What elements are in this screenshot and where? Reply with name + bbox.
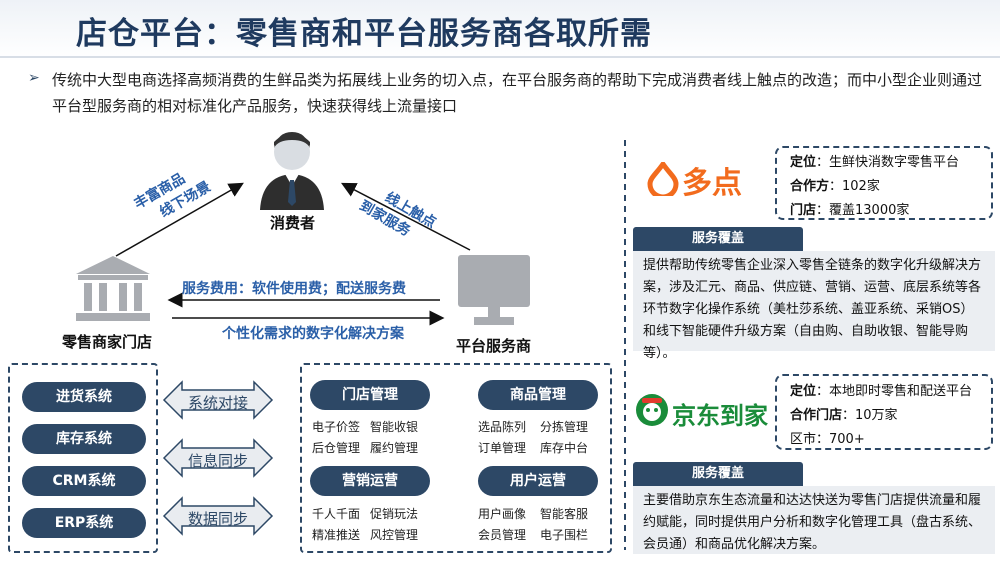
- jddj-logo-text: 京东到家: [672, 402, 768, 430]
- jddj-info-box: [775, 374, 993, 450]
- title-bar: [0, 0, 1000, 58]
- jddj-cities: 区市：700+: [790, 432, 865, 447]
- consumer-label: 消费者: [270, 214, 316, 232]
- bullet-arrow-icon: ➢: [28, 70, 40, 86]
- duodian-stores: 门店：覆盖13000家: [790, 203, 910, 218]
- duodian-positioning: 定位：生鲜快消数字零售平台: [790, 155, 960, 170]
- jddj-stores: 合作门店：10万家: [790, 408, 898, 423]
- feature-item: 智能收银: [370, 420, 419, 434]
- feature-item: 履约管理: [370, 441, 419, 455]
- platform-to-consumer-arrow: [341, 182, 471, 251]
- feature-item: 风控管理: [370, 528, 419, 542]
- jddj-positioning: 定位：本地即时零售和配送平台: [790, 384, 973, 399]
- jddj-coverage-text: 主要借助京东生态流量和达达快送为零售门店提供流量和履约赋能，同时提供用户分析和数…: [633, 486, 995, 554]
- module-store-mgmt: 门店管理: [310, 380, 430, 410]
- duodian-logo-icon: [647, 162, 679, 196]
- fee-text: 服务费用：软件使用费；配送服务费: [182, 281, 406, 297]
- feature-item: 分拣管理: [540, 420, 589, 434]
- feature-item: 会员管理: [478, 528, 527, 542]
- retailer-bank-icon: [76, 256, 150, 321]
- duodian-coverage-title: 服务覆盖: [633, 227, 803, 251]
- duodian-partners: 合作方：102家: [790, 179, 880, 194]
- title-divider: [0, 56, 1000, 58]
- feature-item: 智能客服: [540, 507, 589, 521]
- feature-item: 用户画像: [478, 507, 527, 521]
- page-title: 店仓平台：零售商和平台服务商各取所需: [76, 16, 652, 52]
- sync-double-arrows: [162, 380, 274, 536]
- system-purchase: 进货系统: [22, 382, 146, 412]
- consumer-person-icon: [260, 132, 324, 210]
- feature-item: 精准推送: [312, 528, 361, 542]
- system-erp: ERP系统: [22, 508, 146, 538]
- module-product-mgmt: 商品管理: [478, 380, 598, 410]
- feature-item: 后仓管理: [312, 441, 361, 455]
- jddj-coverage-title: 服务覆盖: [633, 462, 803, 486]
- feature-item: 电子价签: [312, 420, 361, 434]
- solution-text: 个性化需求的数字化解决方案: [222, 326, 404, 342]
- duodian-info-box: [775, 146, 993, 220]
- intro-text: 传统中大型电商选择高频消费的生鲜品类为拓展线上业务的切入点，在平台服务商的帮助下…: [52, 71, 983, 115]
- duodian-logo-text: 多点: [682, 166, 742, 201]
- platform-monitor-icon: [458, 255, 530, 325]
- retailer-systems-box: [8, 363, 158, 553]
- duodian-coverage-text: 提供帮助传统零售企业深入零售全链条的数字化升级解决方案，涉及汇元、商品、供应链、…: [633, 251, 995, 361]
- feature-item: 千人千面: [312, 507, 361, 521]
- retailer-label: 零售商家门店: [62, 333, 153, 351]
- system-crm: CRM系统: [22, 466, 146, 496]
- feature-item: 选品陈列: [478, 420, 527, 434]
- platform-label: 平台服务商: [456, 337, 532, 355]
- sync-label-data: 数据同步: [187, 510, 248, 528]
- feature-item: 促销玩法: [370, 507, 419, 521]
- feature-item: 订单管理: [478, 441, 527, 455]
- module-marketing-ops: 营销运营: [310, 466, 430, 496]
- platform-modules-box: [300, 363, 612, 553]
- system-inventory: 库存系统: [22, 424, 146, 454]
- feature-item: 库存中台: [540, 441, 589, 455]
- retailer-to-consumer-arrow: [115, 182, 244, 257]
- sync-label-system: 系统对接: [187, 394, 248, 412]
- feature-item: 电子围栏: [540, 528, 589, 542]
- module-user-ops: 用户运营: [478, 466, 598, 496]
- sync-label-info: 信息同步: [187, 452, 248, 470]
- right-panel-guide: [624, 140, 626, 550]
- jddj-logo-icon: [636, 394, 668, 426]
